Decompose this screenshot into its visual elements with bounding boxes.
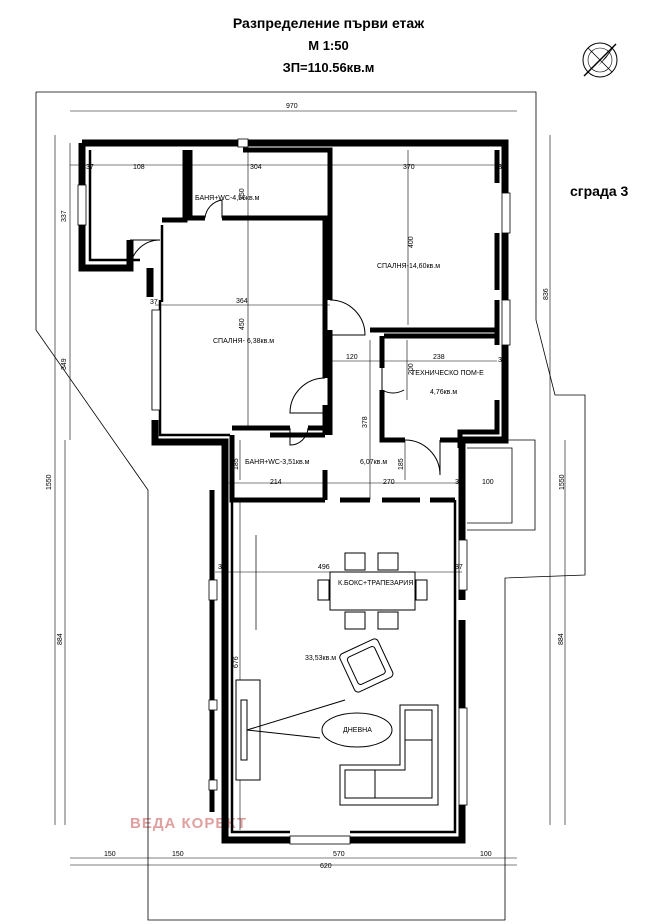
dim-1550a: 1550	[46, 474, 53, 490]
north-arrow-icon	[582, 42, 618, 78]
dim-378: 378	[362, 416, 369, 428]
dim-238: 238	[433, 354, 445, 361]
dim-b570: 570	[333, 851, 345, 858]
dim-37a: 37	[86, 164, 94, 171]
dim-836: 836	[543, 288, 550, 300]
armchair	[339, 638, 394, 693]
room-bedroom1: СПАЛНЯ-14,60кв.м	[377, 263, 440, 270]
dimension-lines	[54, 110, 566, 866]
dim-1550b: 1550	[559, 474, 566, 490]
dim-496: 496	[318, 564, 330, 571]
terrace-outline	[467, 447, 513, 524]
dim-450: 450	[239, 318, 246, 330]
room-labels: БАНЯ+WC-4,56кв.м СПАЛНЯ-14,60кв.м СПАЛНЯ…	[195, 195, 484, 734]
dining-table	[317, 552, 428, 630]
room-corridor-area: 6,07кв.м	[360, 459, 387, 466]
dim-884b: 884	[558, 633, 565, 645]
room-bath1: БАНЯ+WC-4,56кв.м	[195, 195, 260, 202]
tv-unit	[235, 679, 346, 781]
plan-title: Разпределение първи етаж	[232, 15, 425, 31]
dim-b620: 620	[320, 863, 332, 870]
room-living-area: 33,53кв.м	[305, 655, 336, 662]
dim-349: 349	[61, 358, 68, 370]
dim-37c: 37	[150, 299, 158, 306]
plan-scale: М 1:50	[308, 38, 349, 53]
dim-364: 364	[236, 298, 248, 305]
dim-37e: 37	[455, 479, 463, 486]
dim-37f: 37	[218, 564, 226, 571]
dim-884a: 884	[57, 633, 64, 645]
dim-185a: 185	[233, 458, 240, 470]
dim-100a: 100	[482, 479, 494, 486]
dim-185b: 185	[398, 458, 405, 470]
dim-108: 108	[133, 164, 145, 171]
dim-37g: 37	[455, 564, 463, 571]
site-boundary	[35, 91, 586, 921]
watermark: ВЕДА КОРЕКТ	[130, 815, 248, 832]
dim-top-total: 970	[286, 103, 298, 110]
room-living: ДНЕВНА	[343, 727, 372, 734]
room-bath2: БАНЯ+WC-3,51кв.м	[245, 459, 310, 466]
terrace-outline-inner	[467, 439, 536, 531]
dim-37d: 37	[498, 357, 506, 364]
walls	[78, 139, 509, 844]
building-label: сграда 3	[570, 183, 629, 199]
sofa	[339, 704, 439, 806]
dim-150v: 150	[239, 188, 246, 200]
dim-120: 120	[346, 354, 358, 361]
dim-b100: 100	[480, 851, 492, 858]
doors	[129, 199, 441, 841]
dim-400: 400	[408, 236, 415, 248]
dim-214: 214	[270, 479, 282, 486]
dim-b150b: 150	[172, 851, 184, 858]
dim-b150a: 150	[104, 851, 116, 858]
coffee-table	[321, 712, 393, 748]
windows	[77, 138, 511, 845]
dim-37b: 37	[498, 164, 506, 171]
dimension-labels: 970 108 304 370 37 37 37 37 37 37 37 364…	[46, 103, 566, 870]
dim-337: 337	[61, 210, 68, 222]
dim-370: 370	[403, 164, 415, 171]
plan-area: ЗП=110.56кв.м	[282, 60, 375, 75]
dim-304: 304	[250, 164, 262, 171]
room-utility: ТЕХНИЧЕСКО ПОМ-Е	[411, 370, 484, 377]
room-bedroom2: СПАЛНЯ- 6,38кв.м	[213, 338, 274, 345]
dim-676: 676	[233, 656, 240, 668]
room-utility-area: 4,76кв.м	[430, 389, 457, 396]
dim-270: 270	[383, 479, 395, 486]
dim-200: 200	[408, 363, 415, 375]
room-kitchen: К.БОКС+ТРАПЕЗАРИЯ	[338, 580, 413, 587]
